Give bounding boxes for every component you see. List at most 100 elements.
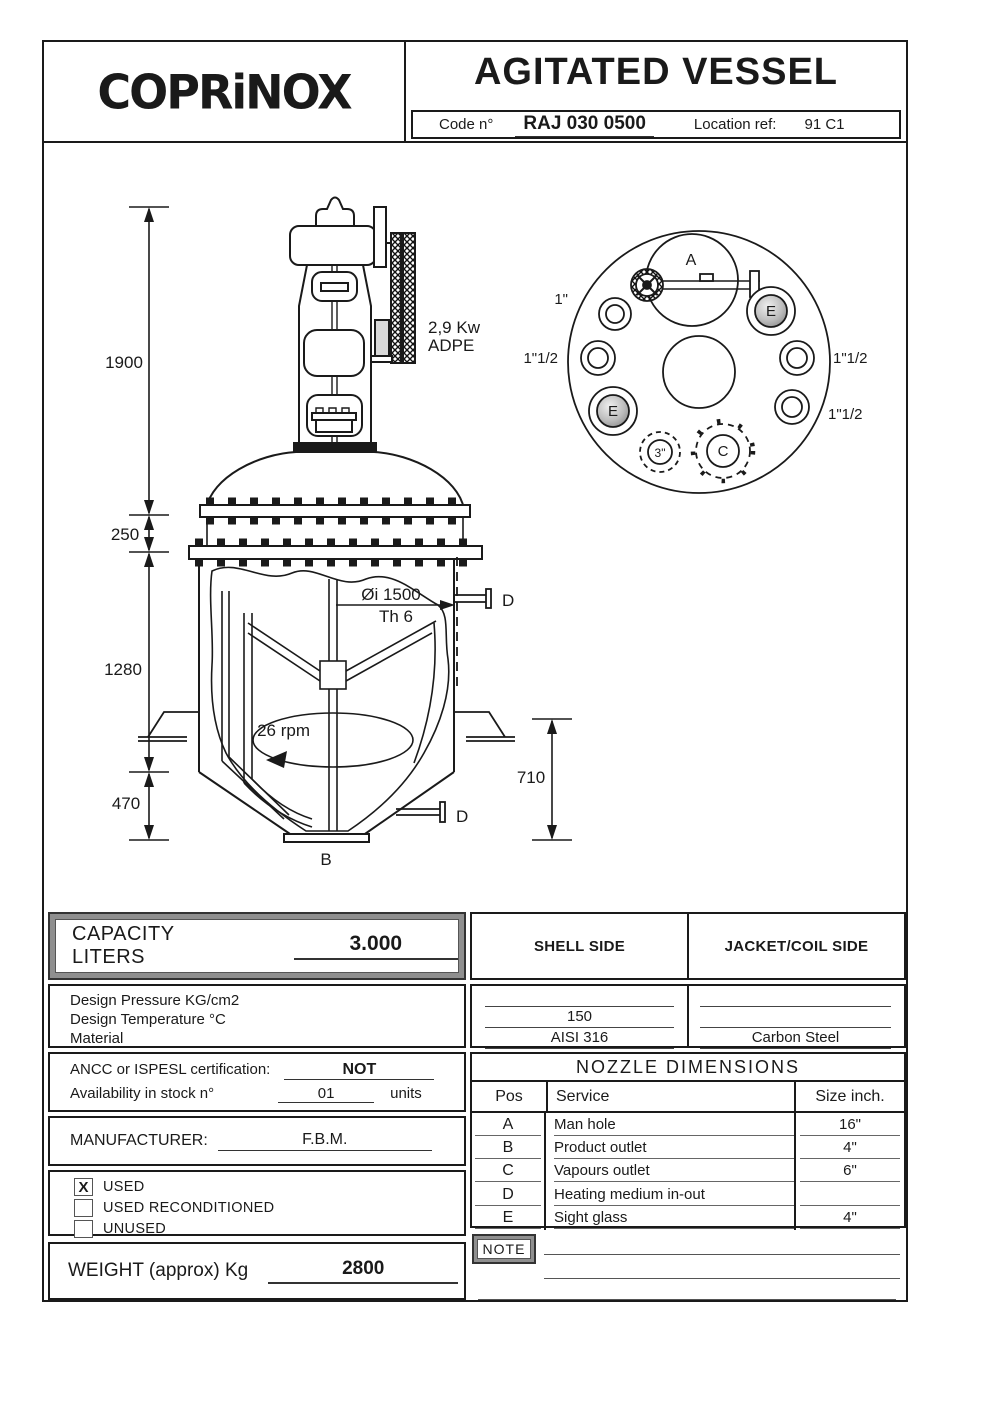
row-d-service: Heating medium in-out: [554, 1184, 794, 1206]
certification-value: NOT: [284, 1061, 435, 1080]
note-line: [544, 1278, 900, 1279]
motor-labels: 2,9 Kw ADPE: [428, 318, 481, 355]
top-view-labels: A E E 3" C 1" 1"1/2 1"1/2 1"1/2: [523, 252, 867, 460]
nozzle-a-label: A: [686, 252, 697, 269]
logo-cell: COPRiNOX: [44, 42, 406, 141]
weight-label: WEIGHT (approx) Kg: [68, 1260, 249, 1281]
nozzle-3in-label: 3": [655, 446, 666, 460]
capacity-value: 3.000: [293, 932, 458, 960]
nozzle-d-top-label: D: [502, 591, 514, 610]
side-headers-box: SHELL SIDE JACKET/COIL SIDE: [470, 912, 906, 980]
bottom-nozzles: [639, 418, 756, 484]
size-1half-left-label: 1"1/2: [523, 350, 558, 367]
nozzle-d-bottom-label: D: [456, 807, 468, 826]
side-values-box: 150 AISI 316 Carbon Steel: [470, 984, 906, 1049]
dim-470: 470: [112, 794, 140, 813]
diameter-label: Øi 1500: [361, 585, 421, 604]
service-column-header: Service: [548, 1082, 796, 1111]
unused-label: UNUSED: [103, 1221, 167, 1237]
availability-value: 01: [278, 1085, 375, 1103]
capacity-box: CAPACITY LITERS 3.000: [48, 912, 466, 980]
row-b-pos: B: [474, 1137, 542, 1160]
nozzle-b-label: B: [320, 850, 331, 869]
used-label: USED: [103, 1179, 145, 1195]
availability-units: units: [390, 1085, 422, 1102]
motor-power-label: 2,9 Kw: [428, 318, 481, 337]
material-shell-value: AISI 316: [484, 1029, 675, 1049]
dimension-labels: 1900 250 1280 470 710: [104, 353, 545, 813]
material-jacket-value: Carbon Steel: [700, 1029, 891, 1049]
page-title: AGITATED VESSEL: [473, 51, 839, 93]
vessel-body: [138, 451, 515, 843]
certification-label: ANCC or ISPESL certification:: [70, 1061, 271, 1078]
row-b-size: 4": [800, 1137, 900, 1160]
code-value: RAJ 030 0500: [515, 113, 654, 137]
temperature-shell-value: 150: [484, 1008, 675, 1028]
nozzle-table-header: Pos Service Size inch.: [472, 1082, 904, 1113]
row-e-service: Sight glass: [554, 1207, 794, 1230]
code-bar: Code n° RAJ 030 0500 Location ref: 91 C1: [411, 110, 901, 139]
material-label: Material: [70, 1030, 124, 1047]
material-value-row: AISI 316 Carbon Steel: [472, 1028, 904, 1049]
column-divider: [687, 986, 689, 1046]
title-cell: AGITATED VESSEL Code n° RAJ 030 0500 Loc…: [406, 42, 906, 141]
temperature-jacket-value: [700, 1008, 891, 1028]
code-label: Code n°: [439, 116, 494, 133]
table-row: C Vapours outlet 6": [472, 1159, 904, 1184]
size-1half-bottom-label: 1"1/2: [828, 406, 863, 423]
nozzle-dimensions-table: NOZZLE DIMENSIONS Pos Service Size inch.…: [470, 1052, 906, 1230]
sight-glass-nozzles: [588, 286, 796, 436]
used-reconditioned-checkbox[interactable]: [74, 1199, 93, 1217]
condition-unused-row: UNUSED: [74, 1219, 464, 1239]
row-e-size: 4": [800, 1207, 900, 1230]
motor-type-label: ADPE: [428, 336, 474, 355]
agitator-lantern: [293, 264, 377, 453]
table-row: E Sight glass 4": [472, 1206, 904, 1230]
nozzle-c-label: C: [718, 443, 729, 460]
small-nozzles: [580, 297, 815, 425]
capacity-label: CAPACITY LITERS: [72, 923, 175, 968]
row-e-pos: E: [474, 1207, 542, 1230]
manufacturer-box: MANUFACTURER: F.B.M.: [48, 1116, 466, 1166]
note-line: [478, 1299, 896, 1300]
dim-710: 710: [517, 768, 545, 787]
row-d-size: [800, 1184, 900, 1206]
dimension-arrows: [144, 207, 557, 840]
top-view: [567, 230, 831, 494]
pressure-jacket-value: [700, 987, 891, 1007]
unused-checkbox[interactable]: [74, 1220, 93, 1238]
weight-box: WEIGHT (approx) Kg 2800: [48, 1242, 466, 1300]
design-pressure-label: Design Pressure KG/cm2: [70, 992, 240, 1009]
row-a-size: 16": [800, 1114, 900, 1136]
nozzle-table-title: NOZZLE DIMENSIONS: [472, 1054, 904, 1082]
row-c-pos: C: [474, 1160, 542, 1183]
condition-reconditioned-row: USED RECONDITIONED: [74, 1198, 464, 1218]
location-ref-value: 91 C1: [804, 116, 845, 133]
valve-handle: [630, 268, 760, 302]
pressure-shell-value: [484, 987, 675, 1007]
row-d-pos: D: [474, 1184, 542, 1206]
used-checkbox[interactable]: X: [74, 1178, 93, 1196]
vessel-technical-drawing: 1900 250 1280 470 710 2,9 Kw ADPE: [104, 196, 868, 869]
nozzle-e-left-label: E: [608, 403, 618, 420]
pos-column-header: Pos: [472, 1082, 548, 1111]
header: COPRiNOX AGITATED VESSEL Code n° RAJ 030…: [44, 42, 906, 143]
jacket-side-header: JACKET/COIL SIDE: [724, 937, 869, 955]
manufacturer-label: MANUFACTURER:: [70, 1132, 208, 1149]
table-row: A Man hole 16": [472, 1113, 904, 1137]
weight-value: 2800: [268, 1258, 459, 1284]
row-a-service: Man hole: [554, 1114, 794, 1136]
condition-used-row: X USED: [74, 1177, 464, 1197]
note-label: NOTE: [477, 1239, 531, 1259]
note-box: NOTE: [472, 1234, 536, 1264]
cutaway-interior: [209, 566, 450, 832]
shell-side-header: SHELL SIDE: [472, 914, 689, 978]
dim-1900: 1900: [105, 353, 143, 372]
thickness-label: Th 6: [379, 607, 413, 626]
used-reconditioned-label: USED RECONDITIONED: [103, 1200, 275, 1216]
dim-250: 250: [111, 525, 139, 544]
nozzle-e-right-label: E: [766, 303, 776, 320]
pressure-value-row: [472, 986, 904, 1007]
row-c-size: 6": [800, 1160, 900, 1183]
